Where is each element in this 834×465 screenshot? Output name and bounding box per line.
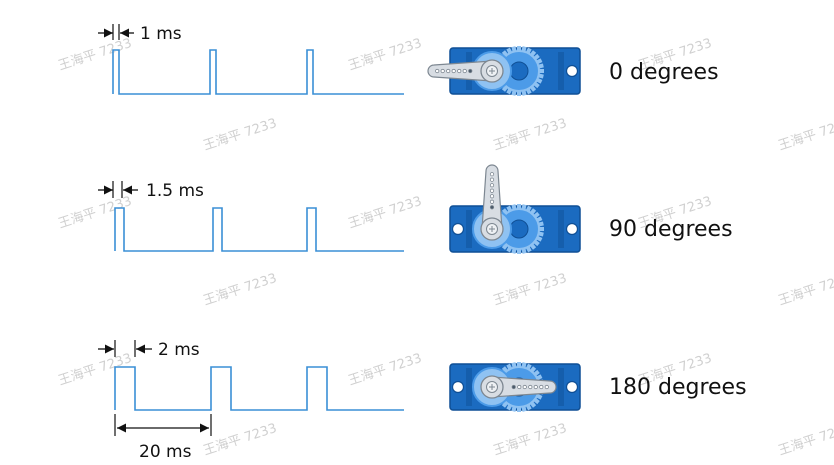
watermark-text: 王海平 7233	[492, 271, 569, 309]
row-90-degrees: 1.5 ms 90 degrees	[98, 164, 733, 254]
angle-label: 0 degrees	[609, 60, 719, 85]
watermark-text: 王海平 7233	[202, 271, 279, 309]
mounting-hole	[565, 64, 579, 78]
period-label: 20 ms	[139, 442, 192, 462]
row-0-degrees: 1 ms 0 degrees	[98, 24, 719, 96]
row-180-degrees: 2 ms 20 ms 180 degrees	[98, 340, 747, 462]
pwm-signal-waveform	[114, 366, 404, 411]
servo-horn	[481, 164, 503, 230]
servo-body-detail	[466, 368, 472, 406]
mounting-hole	[565, 380, 579, 394]
angle-label: 180 degrees	[609, 375, 747, 400]
servo-body-detail	[558, 368, 564, 406]
watermark-text: 王海平 7233	[492, 116, 569, 154]
angle-label: 90 degrees	[609, 217, 733, 242]
pulse-width-marker: 2 ms	[98, 340, 200, 360]
period-marker: 20 ms	[114, 414, 212, 462]
mounting-hole	[565, 222, 579, 236]
servo-body-detail	[558, 210, 564, 248]
watermark-text: 王海平 7233	[57, 194, 134, 232]
watermark-text: 王海平 7233	[57, 351, 134, 389]
servo-motor-180deg	[449, 362, 581, 412]
watermark-text: 王海平 7233	[57, 36, 134, 74]
pwm-signal-waveform	[114, 207, 404, 252]
servo-horn	[427, 60, 493, 82]
watermark-text: 王海平 7233	[347, 36, 424, 74]
watermark-text: 王海平 7233	[202, 421, 279, 459]
servo-body-detail	[558, 52, 564, 90]
watermark-text: 王海平 7233	[777, 271, 834, 309]
pwm-signal-waveform	[112, 49, 404, 95]
watermark-text: 王海平 7233	[347, 194, 424, 232]
pulse-width-marker: 1 ms	[98, 24, 182, 44]
watermark-text: 王海平 7233	[777, 116, 834, 154]
pulse-width-label: 1 ms	[140, 24, 182, 44]
mounting-hole	[451, 222, 465, 236]
servo-body-detail	[466, 210, 472, 248]
watermark-text: 王海平 7233	[347, 351, 424, 389]
servo-horn	[491, 376, 557, 398]
watermark-text: 王海平 7233	[777, 421, 834, 459]
gear-hub	[509, 219, 529, 239]
pulse-width-label: 2 ms	[158, 340, 200, 360]
mounting-hole	[451, 380, 465, 394]
gear-hub	[509, 61, 529, 81]
pulse-width-label: 1.5 ms	[146, 181, 204, 201]
pulse-width-marker: 1.5 ms	[98, 181, 204, 201]
watermark-text: 王海平 7233	[202, 116, 279, 154]
watermark-text: 王海平 7233	[492, 421, 569, 459]
servo-motor-90deg	[449, 164, 581, 254]
servo-motor-0deg	[427, 46, 581, 96]
